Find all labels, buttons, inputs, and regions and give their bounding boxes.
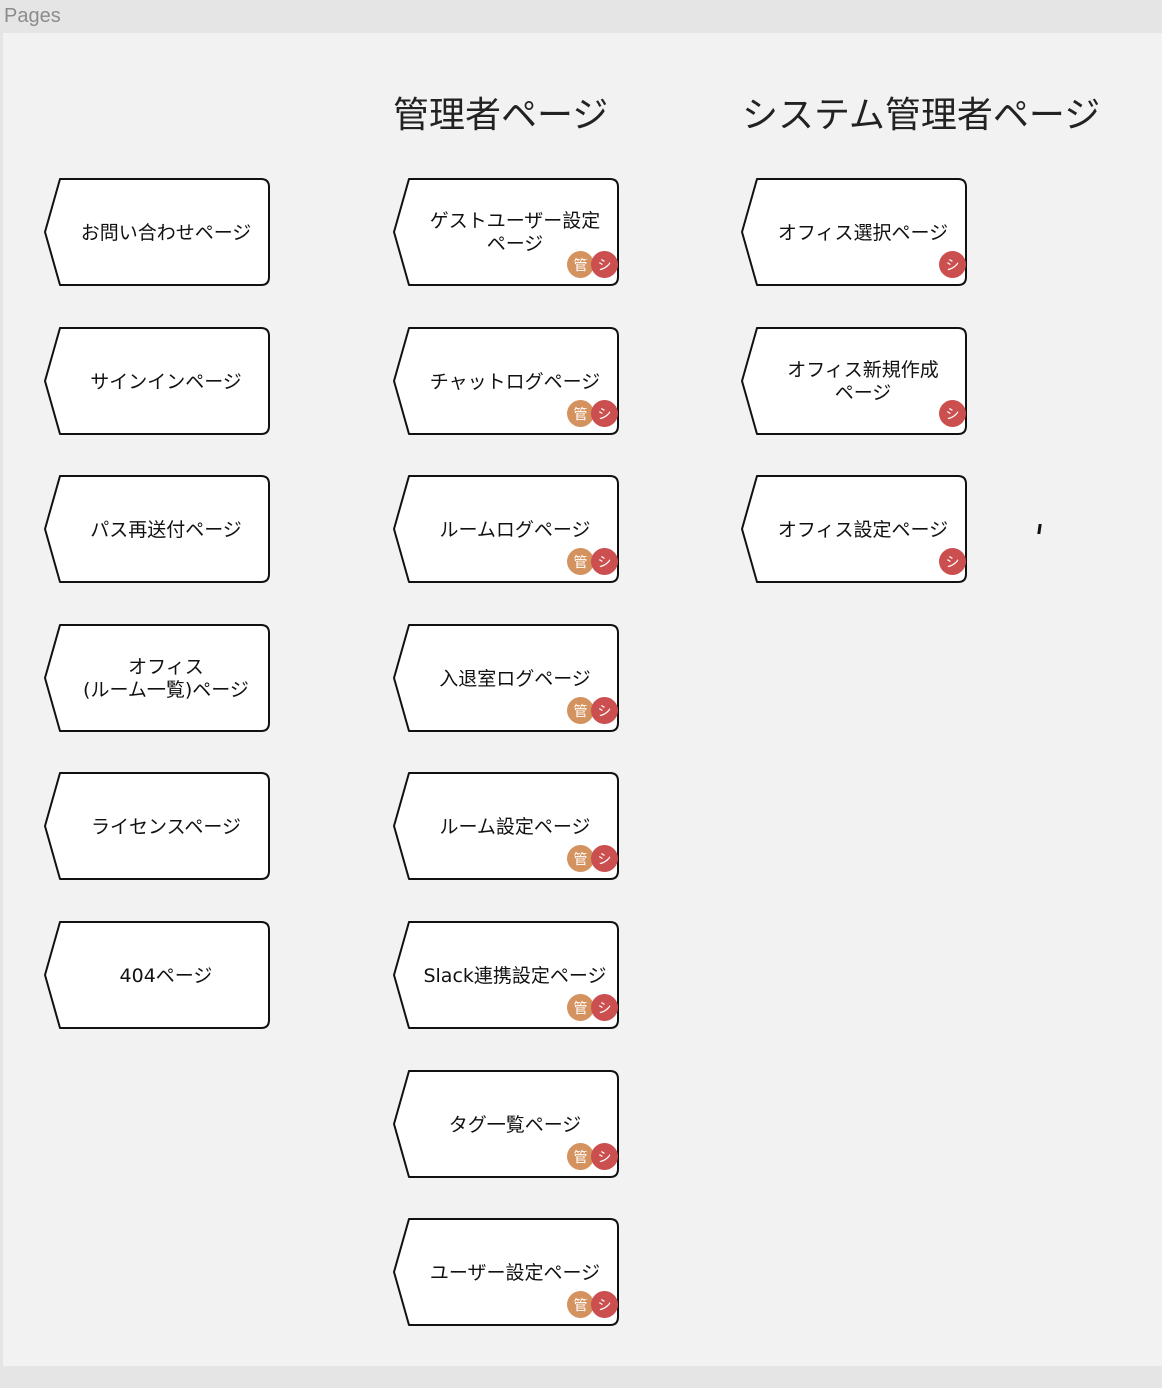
page-node[interactable]: サインインページ (43, 327, 271, 437)
page-node-shape (44, 327, 270, 435)
page-node-label: オフィス選択ページ (777, 221, 949, 244)
system-admin-badge: シ (591, 251, 618, 278)
admin-badge: 管 (567, 994, 594, 1021)
page-node[interactable]: オフィス選択ページシ (740, 178, 968, 288)
page-node-shape (393, 1070, 619, 1178)
page-node[interactable]: オフィス新規作成 ページシ (740, 327, 968, 437)
system-admin-badge: シ (939, 400, 966, 427)
page-node-label: Slack連携設定ページ (423, 964, 607, 987)
page-node[interactable]: ルームログページ管シ (392, 475, 620, 585)
page-node-shape (44, 624, 270, 732)
system-admin-badge: シ (591, 548, 618, 575)
system-admin-badge: シ (939, 251, 966, 278)
page-node-shape (44, 475, 270, 583)
page-node-shape (44, 178, 270, 286)
page-node-shape (393, 178, 619, 286)
page-node-label: お問い合わせページ (80, 221, 252, 244)
page-node-shape (393, 772, 619, 880)
admin-badge: 管 (567, 845, 594, 872)
admin-badge: 管 (567, 251, 594, 278)
admin-column-title: 管理者ページ (393, 95, 609, 136)
page-node-shape (393, 327, 619, 435)
page-node-label: オフィス (ルーム一覧)ページ (83, 656, 249, 701)
page-node[interactable]: Slack連携設定ページ管シ (392, 921, 620, 1031)
admin-badge: 管 (567, 400, 594, 427)
admin-badge: 管 (567, 548, 594, 575)
page-node[interactable]: オフィス (ルーム一覧)ページ (43, 624, 271, 734)
page-node[interactable]: 入退室ログページ管シ (392, 624, 620, 734)
frame-label: Pages (4, 5, 61, 27)
page-node-label: 404ページ (119, 964, 213, 987)
page-node-label: タグ一覧ページ (448, 1113, 582, 1136)
page-node-label: ゲストユーザー設定 ページ (429, 210, 601, 255)
page-node-label: ライセンスページ (91, 815, 241, 838)
system-admin-badge: シ (591, 994, 618, 1021)
page-node[interactable]: ライセンスページ (43, 772, 271, 882)
page-node[interactable]: 404ページ (43, 921, 271, 1031)
page-node[interactable]: ゲストユーザー設定 ページ管シ (392, 178, 620, 288)
page-node[interactable]: パス再送付ページ (43, 475, 271, 585)
page-node[interactable]: オフィス設定ページシ (740, 475, 968, 585)
admin-badge: 管 (567, 1291, 594, 1318)
system-column-title: システム管理者ページ (742, 95, 1101, 136)
system-admin-badge: シ (939, 548, 966, 575)
system-admin-badge: シ (591, 400, 618, 427)
page-node-shape (393, 475, 619, 583)
page-node-shape (393, 1218, 619, 1326)
page-node[interactable]: お問い合わせページ (43, 178, 271, 288)
page-node-label: オフィス設定ページ (777, 518, 949, 541)
page-node-label: ルーム設定ページ (439, 815, 591, 838)
page-node-shape (44, 772, 270, 880)
system-admin-badge: シ (591, 845, 618, 872)
page-node-label: サインインページ (90, 370, 242, 393)
page-node-shape (44, 921, 270, 1029)
admin-badge: 管 (567, 1143, 594, 1170)
system-admin-badge: シ (591, 1291, 618, 1318)
page-node[interactable]: ルーム設定ページ管シ (392, 772, 620, 882)
system-admin-badge: シ (591, 1143, 618, 1170)
admin-badge: 管 (567, 697, 594, 724)
page-node-label: ルームログページ (439, 518, 591, 541)
page-node-shape (393, 624, 619, 732)
page-node[interactable]: ユーザー設定ページ管シ (392, 1218, 620, 1328)
page-node-label: ユーザー設定ページ (429, 1261, 601, 1284)
page-node-label: オフィス新規作成 ページ (787, 359, 939, 404)
page-node-label: チャットログページ (429, 370, 601, 393)
page-node-shape (741, 475, 967, 583)
page-node-shape (393, 921, 619, 1029)
page-node-label: パス再送付ページ (90, 518, 242, 541)
page-node[interactable]: タグ一覧ページ管シ (392, 1070, 620, 1180)
page-node-label: 入退室ログページ (439, 667, 591, 690)
page-node[interactable]: チャットログページ管シ (392, 327, 620, 437)
page-node-shape (741, 327, 967, 435)
page-node-shape (741, 178, 967, 286)
system-admin-badge: シ (591, 697, 618, 724)
